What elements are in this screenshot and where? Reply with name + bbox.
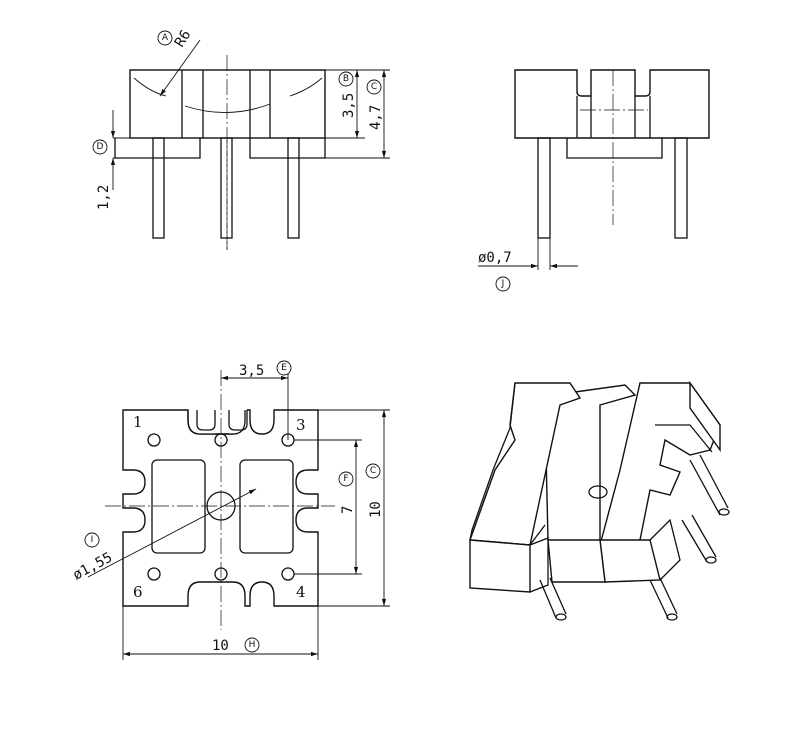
svg-text:E: E	[281, 363, 287, 373]
callout-c: C	[366, 79, 382, 95]
pin-number-6: 6	[133, 583, 143, 601]
callout-h: H	[244, 637, 260, 653]
dim-height-total: 4,7	[368, 105, 384, 130]
svg-text:D: D	[97, 142, 104, 152]
svg-text:A: A	[162, 33, 169, 43]
dim-pin-pitch: 3,5	[239, 363, 264, 379]
svg-text:C: C	[371, 82, 377, 92]
dim-standoff: 1,2	[96, 185, 112, 210]
callout-e: E	[276, 360, 292, 376]
dim-hole-diameter: ø1,55	[70, 550, 115, 584]
dim-height-bottom: 10	[368, 501, 384, 518]
side-view: ø0,7 J	[478, 69, 710, 292]
callout-j: J	[495, 276, 511, 292]
dim-radius: R6	[172, 27, 195, 50]
callout-d: D	[92, 139, 108, 155]
dim-height-body: 3,5	[341, 93, 357, 118]
dim-pin-diameter: ø0,7	[478, 250, 512, 266]
callout-c2: C	[365, 463, 381, 479]
bottom-view: 1 3 6 4 3,5 E 7 F 10 C 1	[70, 360, 390, 660]
front-view: R6 A 3,5 4,7 B C 1,2 D	[92, 27, 390, 250]
svg-text:I: I	[91, 535, 94, 545]
pin-number-4: 4	[296, 583, 306, 601]
svg-text:F: F	[343, 474, 348, 484]
svg-text:J: J	[501, 279, 505, 289]
callout-i: I	[84, 532, 100, 548]
pin-number-1: 1	[133, 413, 143, 431]
callout-b: B	[338, 71, 354, 87]
svg-text:C: C	[370, 466, 376, 476]
pin-number-3: 3	[296, 416, 306, 434]
isometric-view	[469, 380, 730, 621]
callout-a: A	[157, 30, 173, 46]
callout-f: F	[338, 471, 354, 487]
svg-text:B: B	[343, 74, 349, 84]
dim-width-bottom: 10	[212, 638, 229, 654]
svg-text:H: H	[249, 640, 256, 650]
dim-row-spacing: 7	[340, 506, 356, 514]
